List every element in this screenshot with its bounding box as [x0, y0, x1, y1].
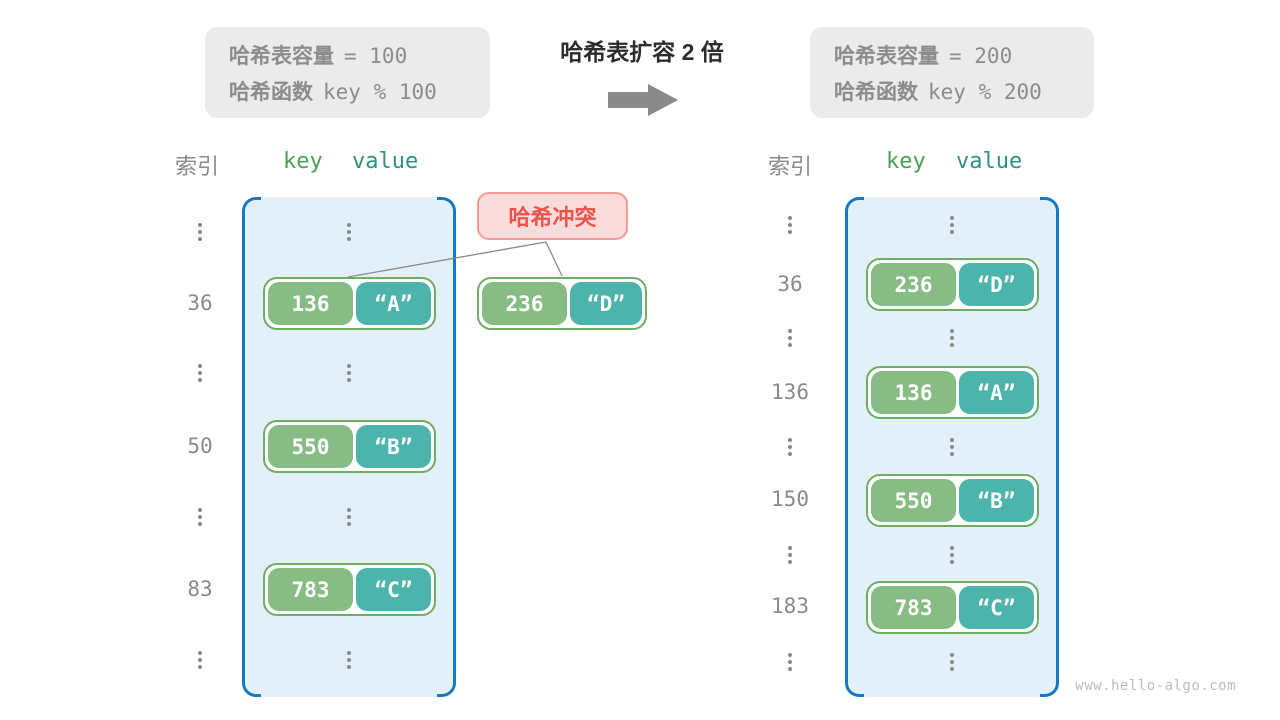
key-pill: 550 [871, 479, 956, 522]
entry-550-B: 550 “B” [866, 474, 1039, 527]
ellipsis-dots [198, 508, 202, 512]
hash-collision-callout: 哈希冲突 [477, 192, 628, 240]
key-column-header: key [283, 149, 323, 174]
hash-function-label: 哈希函数 [229, 80, 313, 104]
index-label: 83 [187, 577, 213, 601]
key-column-header: key [886, 149, 926, 174]
capacity-value: = 200 [949, 43, 1013, 68]
entry-783-C: 783 “C” [866, 581, 1039, 634]
key-pill: 136 [268, 282, 353, 325]
entry-136-A: 136 “A” [866, 366, 1039, 419]
value-pill: “D” [959, 263, 1034, 306]
index-label: 150 [771, 487, 809, 511]
key-pill: 236 [871, 263, 956, 306]
hash-function-label: 哈希函数 [834, 80, 918, 104]
key-pill: 783 [268, 568, 353, 611]
index-label: 183 [771, 594, 809, 618]
value-pill: “B” [356, 425, 431, 468]
value-pill: “A” [356, 282, 431, 325]
ellipsis-dots [347, 223, 351, 227]
hash-function-value: key % 200 [928, 79, 1042, 104]
capacity-line: 哈希表容量 = 100 [229, 40, 466, 70]
entry-236-D: 236 “D” [866, 258, 1039, 311]
entry-236-D-colliding: 236 “D” [477, 277, 647, 330]
ellipsis-dots [198, 651, 202, 655]
ellipsis-dots [788, 653, 792, 657]
key-pill: 136 [871, 371, 956, 414]
value-pill: “B” [959, 479, 1034, 522]
key-pill: 236 [482, 282, 567, 325]
entry-550-B: 550 “B” [263, 420, 436, 473]
value-column-header: value [352, 149, 419, 174]
entry-136-A: 136 “A” [263, 277, 436, 330]
index-label: 36 [187, 291, 213, 315]
hash-function-line: 哈希函数 key % 100 [229, 76, 466, 106]
value-pill: “C” [356, 568, 431, 611]
hash-function-line: 哈希函数 key % 200 [834, 76, 1070, 106]
capacity-label: 哈希表容量 [229, 44, 334, 68]
right-arrow-icon [608, 84, 678, 116]
value-pill: “D” [570, 282, 642, 325]
arrow-shaft [608, 92, 648, 108]
value-column-header: value [956, 149, 1023, 174]
key-pill: 783 [871, 586, 956, 629]
ellipsis-dots [347, 364, 351, 368]
entry-783-C: 783 “C” [263, 563, 436, 616]
ellipsis-dots [788, 546, 792, 550]
ellipsis-dots [788, 329, 792, 333]
expand-title: 哈希表扩容 2 倍 [560, 39, 724, 65]
ellipsis-dots [950, 438, 954, 442]
index-label: 50 [187, 434, 213, 458]
index-column-header: 索引 [175, 154, 220, 179]
arrow-head [648, 84, 678, 116]
value-pill: “A” [959, 371, 1034, 414]
ellipsis-dots [788, 216, 792, 220]
capacity-value: = 100 [344, 43, 408, 68]
capacity-box-after: 哈希表容量 = 200 哈希函数 key % 200 [810, 27, 1094, 118]
ellipsis-dots [950, 216, 954, 220]
ellipsis-dots [950, 546, 954, 550]
ellipsis-dots [347, 651, 351, 655]
capacity-label: 哈希表容量 [834, 44, 939, 68]
key-pill: 550 [268, 425, 353, 468]
ellipsis-dots [347, 508, 351, 512]
ellipsis-dots [950, 329, 954, 333]
ellipsis-dots [198, 223, 202, 227]
value-pill: “C” [959, 586, 1034, 629]
ellipsis-dots [198, 364, 202, 368]
capacity-line: 哈希表容量 = 200 [834, 40, 1070, 70]
index-column-header: 索引 [768, 154, 813, 179]
ellipsis-dots [950, 653, 954, 657]
capacity-box-before: 哈希表容量 = 100 哈希函数 key % 100 [205, 27, 490, 118]
index-label: 136 [771, 380, 809, 404]
ellipsis-dots [788, 438, 792, 442]
site-watermark: www.hello-algo.com [1075, 678, 1236, 694]
hash-function-value: key % 100 [323, 79, 437, 104]
index-label: 36 [777, 272, 803, 296]
